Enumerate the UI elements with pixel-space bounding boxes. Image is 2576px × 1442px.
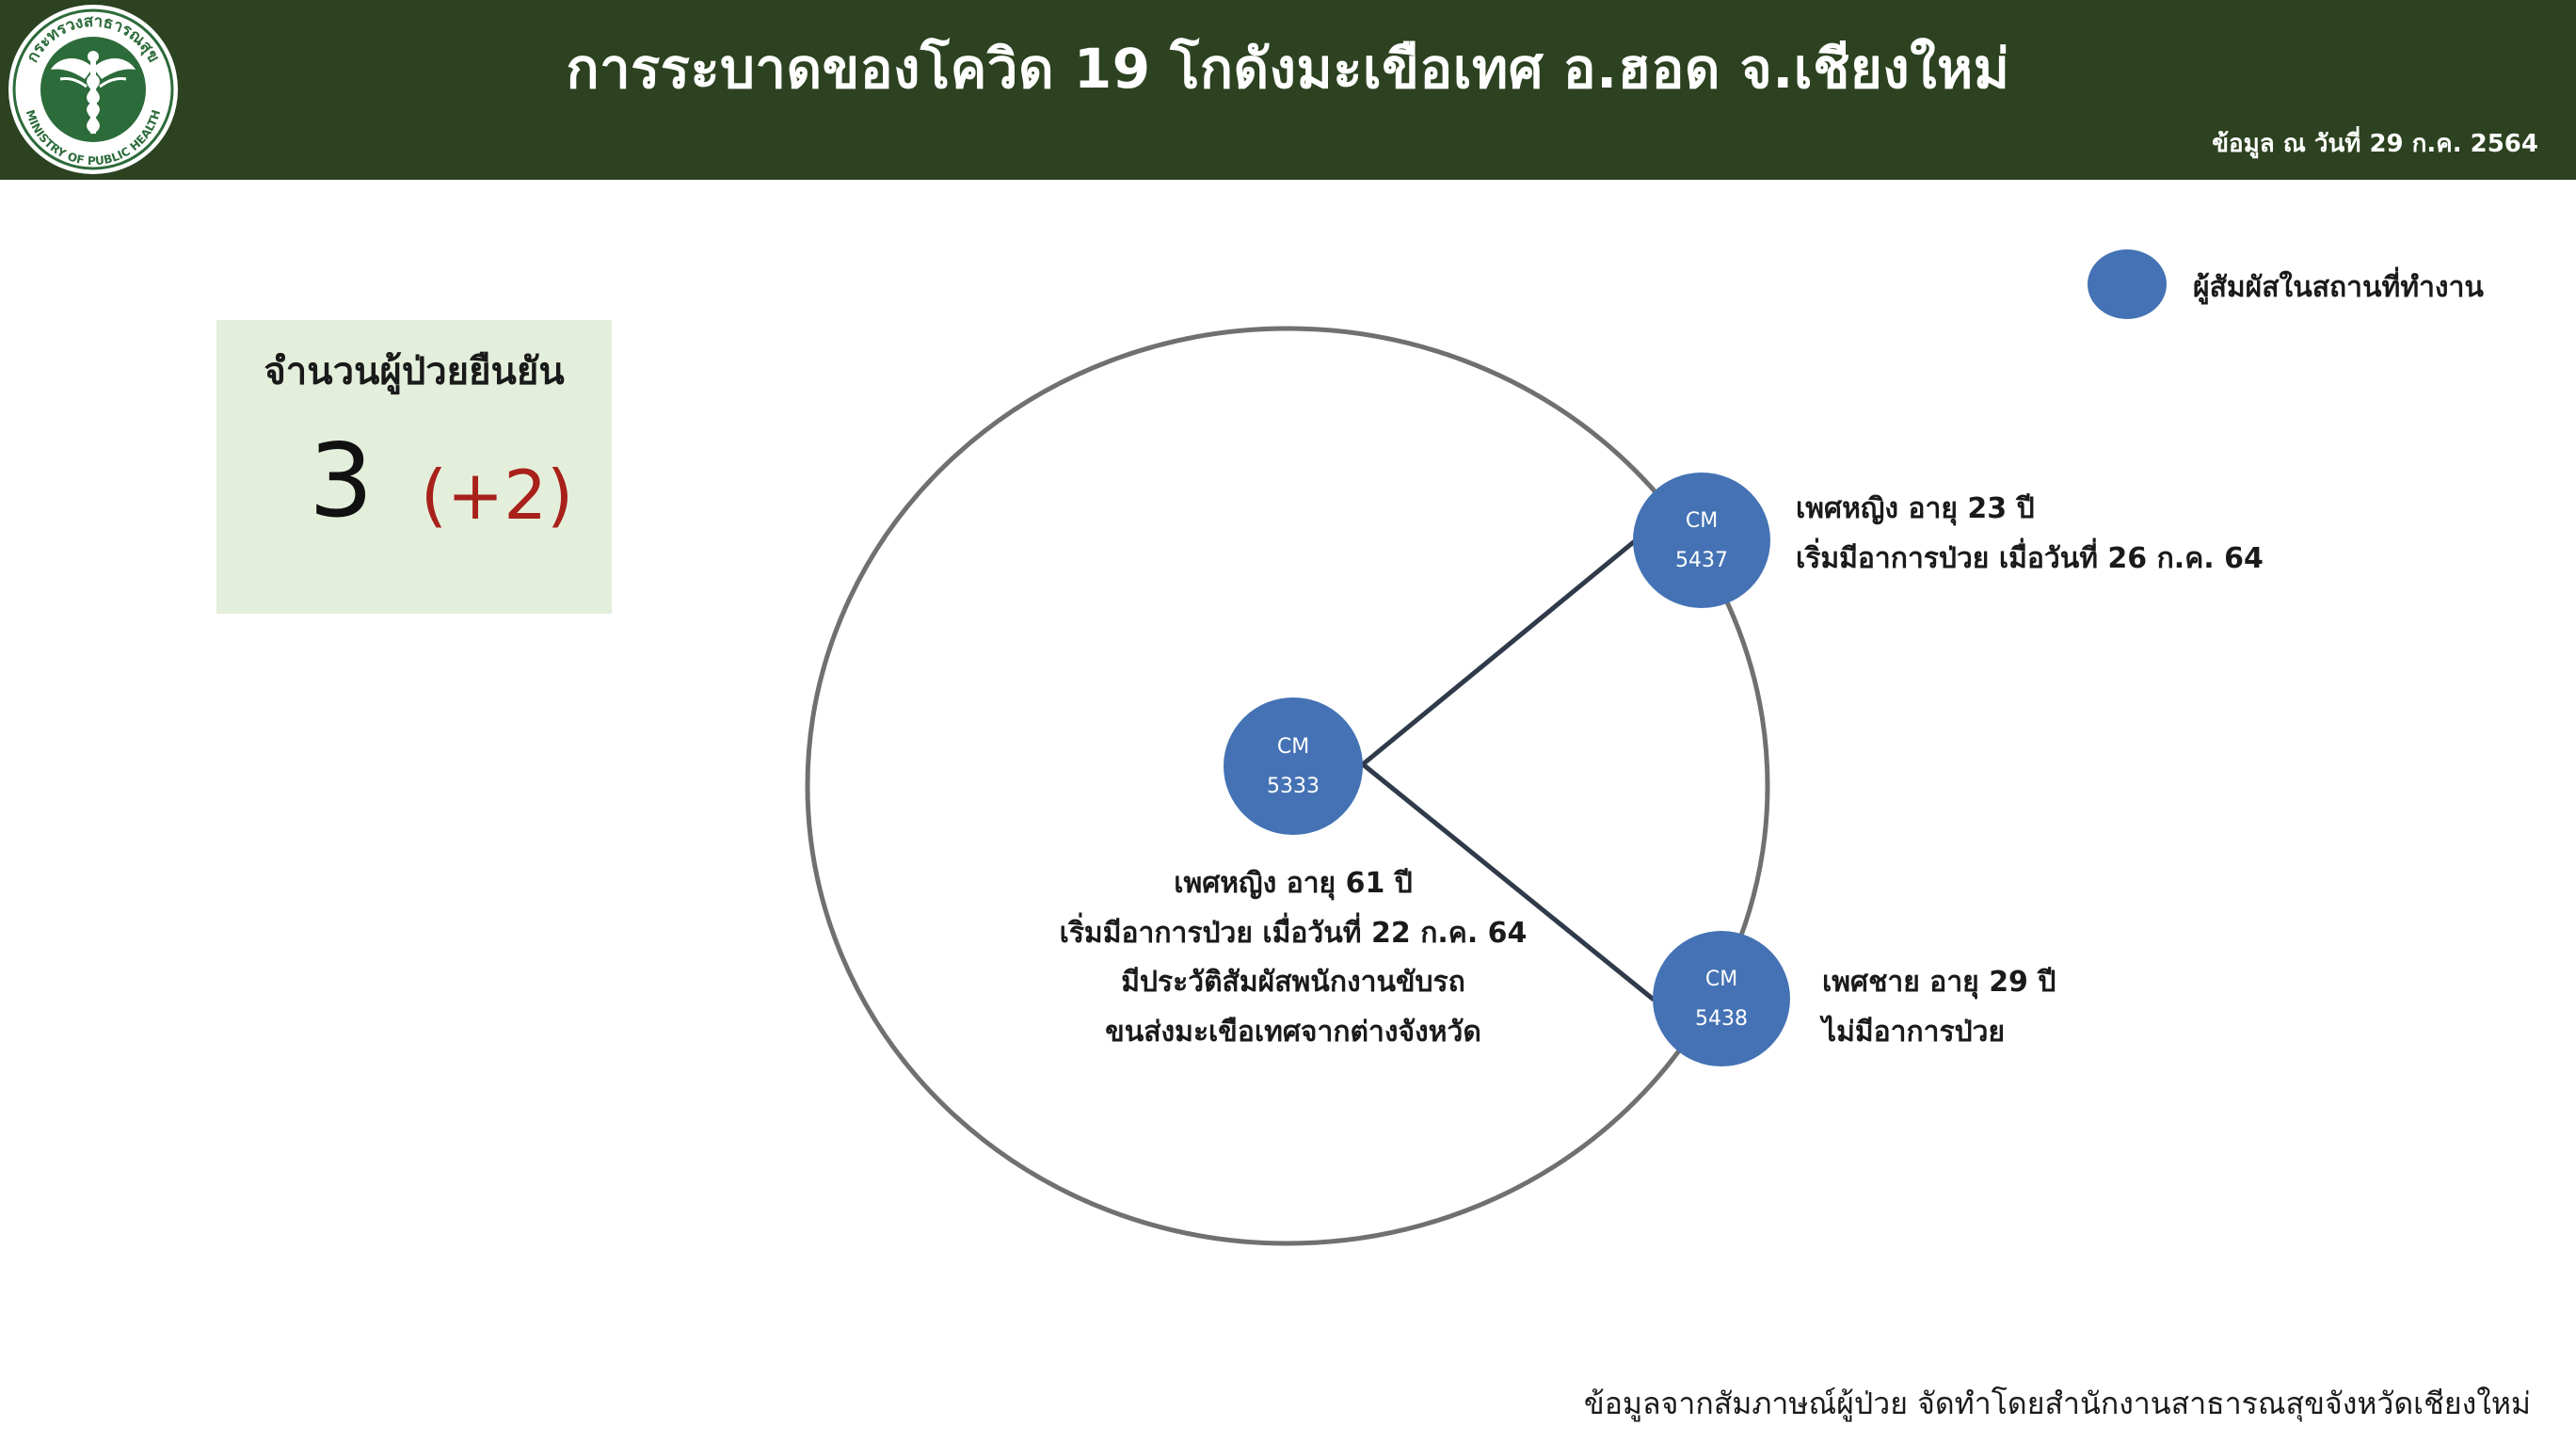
case-info-line: ไม่มีอาการป่วย xyxy=(1822,1015,2006,1049)
case-info-line: เริ่มมีอาการป่วย เมื่อวันที่ 22 ก.ค. 64 xyxy=(1059,916,1528,950)
case-info-5437: เพศหญิง อายุ 23 ปี เริ่มมีอาการป่วย เมื่… xyxy=(1796,485,2264,584)
confirmed-cases-increase: (+2) xyxy=(420,456,574,535)
case-info-line: เริ่มมีอาการป่วย เมื่อวันที่ 26 ก.ค. 64 xyxy=(1796,541,2264,575)
confirmed-cases-box: จำนวนผู้ป่วยยืนยัน 3 (+2) xyxy=(216,320,612,614)
legend-dot-icon xyxy=(2088,249,2167,319)
ministry-seal-icon: กระทรวงสาธารณสุข MINISTRY OF PUBLIC HEAL… xyxy=(8,5,178,174)
case-info-line: เพศหญิง อายุ 61 ปี xyxy=(1174,867,1413,900)
case-info-5333: เพศหญิง อายุ 61 ปี เริ่มมีอาการป่วย เมื่… xyxy=(1011,859,1576,1057)
cluster-boundary xyxy=(805,326,1770,1246)
case-info-line: เพศหญิง อายุ 23 ปี xyxy=(1796,492,2035,525)
case-node-5437[interactable]: CM 5437 xyxy=(1633,473,1770,608)
case-node-prefix: CM xyxy=(1685,509,1719,533)
case-info-line: มีประวัติสัมผัสพนักงานขับรถ xyxy=(1121,966,1465,999)
header-bar: กระทรวงสาธารณสุข MINISTRY OF PUBLIC HEAL… xyxy=(0,0,2576,180)
confirmed-cases-label: จำนวนผู้ป่วยยืนยัน xyxy=(264,350,565,393)
case-info-line: เพศชาย อายุ 29 ปี xyxy=(1822,966,2056,999)
data-date: ข้อมูล ณ วันที่ 29 ก.ค. 2564 xyxy=(2212,130,2538,158)
case-node-number: 5333 xyxy=(1267,774,1320,798)
confirmed-cases-count: 3 xyxy=(309,423,374,540)
case-node-5438[interactable]: CM 5438 xyxy=(1653,931,1790,1066)
page-title: การระบาดของโควิด 19 โกดังมะเขือเทศ อ.ฮอด… xyxy=(566,37,2010,101)
case-node-5333[interactable]: CM 5333 xyxy=(1224,697,1363,835)
case-node-number: 5437 xyxy=(1675,548,1728,572)
case-info-line: ขนส่งมะเขือเทศจากต่างจังหวัด xyxy=(1105,1015,1481,1049)
case-info-5438: เพศชาย อายุ 29 ปี ไม่มีอาการป่วย xyxy=(1822,958,2056,1057)
legend-label: ผู้สัมผัสในสถานที่ทำงาน xyxy=(2193,271,2484,304)
case-node-number: 5438 xyxy=(1695,1006,1748,1031)
case-node-prefix: CM xyxy=(1276,735,1310,759)
case-node-prefix: CM xyxy=(1704,968,1738,991)
link-5333-5438 xyxy=(1361,762,1656,1001)
source-footnote: ข้อมูลจากสัมภาษณ์ผู้ป่วย จัดทำโดยสำนักงา… xyxy=(1583,1386,2531,1421)
link-5333-5437 xyxy=(1361,538,1638,766)
